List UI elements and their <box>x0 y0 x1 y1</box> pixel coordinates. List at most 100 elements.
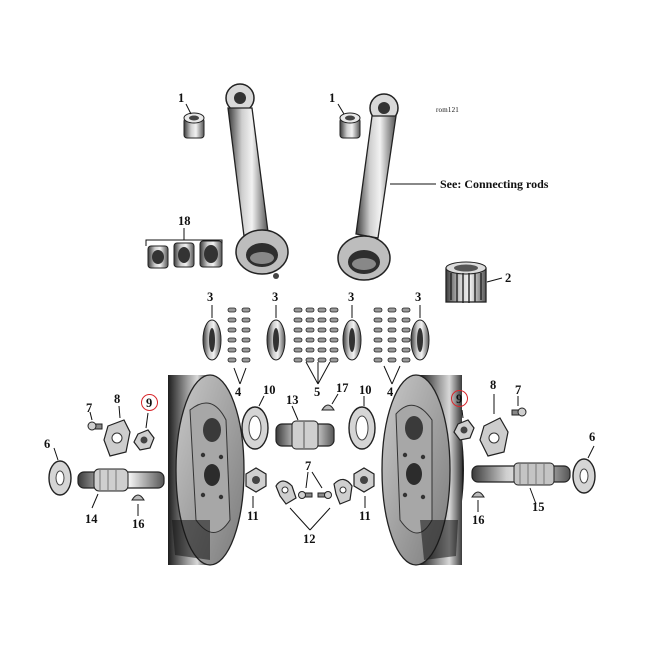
needle-roller <box>317 337 327 343</box>
needle-roller <box>387 357 397 363</box>
needle-roller <box>227 347 237 353</box>
screw-center-right <box>317 491 332 499</box>
lock-tab-left <box>275 480 297 505</box>
label-12: 12 <box>303 532 316 546</box>
label-10-right: 10 <box>359 383 372 397</box>
woodruff-key-left <box>131 494 145 501</box>
needle-roller <box>329 337 339 343</box>
needle-roller <box>373 337 383 343</box>
diagram-code: rom121 <box>436 106 459 114</box>
nut-center-right <box>353 467 375 493</box>
needle-roller <box>387 317 397 323</box>
needle-roller <box>305 307 315 313</box>
needle-roller <box>401 337 411 343</box>
label-3b: 3 <box>272 290 279 304</box>
needle-roller <box>317 327 327 333</box>
cage-3a <box>202 319 222 361</box>
lock-plate-left <box>103 419 131 457</box>
needle-roller <box>317 307 327 313</box>
needle-roller <box>387 327 397 333</box>
roller-bearing-cage <box>445 261 503 303</box>
sprocket-shaft-right <box>471 462 571 486</box>
label-4-right: 4 <box>387 385 394 399</box>
needle-roller <box>329 357 339 363</box>
label-3c: 3 <box>348 290 355 304</box>
highlight-circle-right <box>451 390 468 407</box>
thrust-washer-right <box>348 406 376 450</box>
nut-right <box>453 419 475 441</box>
needle-roller <box>293 327 303 333</box>
label-13: 13 <box>286 393 299 407</box>
needle-roller <box>293 317 303 323</box>
needle-roller <box>401 357 411 363</box>
label-6-left: 6 <box>44 437 51 451</box>
label-16-right: 16 <box>472 513 485 527</box>
needle-roller <box>293 347 303 353</box>
lock-tab-right <box>333 478 353 505</box>
label-4-left: 4 <box>235 385 242 399</box>
needle-roller <box>241 317 251 323</box>
screw-right <box>511 407 527 417</box>
needle-roller <box>241 357 251 363</box>
needle-roller <box>373 327 383 333</box>
needle-roller <box>241 337 251 343</box>
label-18: 18 <box>178 214 191 228</box>
label-3a: 3 <box>207 290 214 304</box>
needle-roller <box>227 327 237 333</box>
needle-roller <box>305 347 315 353</box>
needle-roller <box>227 317 237 323</box>
nut-left <box>133 429 155 451</box>
washer-right <box>572 458 596 494</box>
label-1-right: 1 <box>329 91 336 105</box>
needle-roller <box>387 307 397 313</box>
needle-roller <box>305 327 315 333</box>
highlight-circle-left <box>141 394 158 411</box>
nut-center-left <box>245 467 267 493</box>
crank-pin <box>275 420 335 450</box>
label-8-right: 8 <box>490 378 497 392</box>
label-1-left: 1 <box>178 91 185 105</box>
needle-roller <box>317 347 327 353</box>
needle-roller <box>293 357 303 363</box>
needle-roller <box>387 347 397 353</box>
label-2: 2 <box>505 271 512 285</box>
needle-roller <box>401 327 411 333</box>
needle-roller <box>329 347 339 353</box>
needle-roller <box>305 337 315 343</box>
label-16-left: 16 <box>132 517 145 531</box>
label-8-left: 8 <box>114 392 121 406</box>
flywheel-right <box>381 374 464 566</box>
needle-roller <box>373 307 383 313</box>
lock-plate-right <box>479 417 509 457</box>
needle-roller <box>227 357 237 363</box>
needle-roller <box>317 317 327 323</box>
label-7-right: 7 <box>515 383 522 397</box>
needle-roller <box>227 307 237 313</box>
needle-roller <box>401 317 411 323</box>
label-10-left: 10 <box>263 383 276 397</box>
bushing-left <box>183 112 205 139</box>
screw-center-left <box>298 491 313 499</box>
needle-roller <box>401 347 411 353</box>
needle-roller <box>373 317 383 323</box>
needle-roller <box>317 357 327 363</box>
see-connecting-rods-note: See: Connecting rods <box>440 177 549 191</box>
label-6-right: 6 <box>589 430 596 444</box>
needle-roller <box>329 327 339 333</box>
cage-3d <box>410 319 430 361</box>
connecting-rod-right <box>337 93 399 281</box>
needle-roller <box>329 307 339 313</box>
needle-roller <box>305 357 315 363</box>
needle-roller <box>293 337 303 343</box>
bearing-race-set <box>145 228 223 269</box>
needle-roller <box>305 317 315 323</box>
label-15: 15 <box>532 500 545 514</box>
needle-roller <box>241 307 251 313</box>
needle-roller <box>241 347 251 353</box>
needle-roller <box>387 337 397 343</box>
roller-rows <box>227 307 411 363</box>
roller-leaders <box>233 361 401 385</box>
label-11-left: 11 <box>247 509 259 523</box>
